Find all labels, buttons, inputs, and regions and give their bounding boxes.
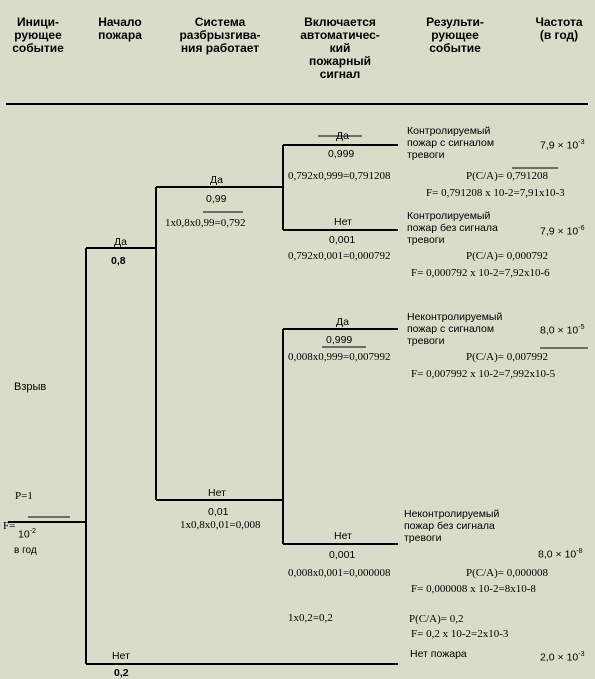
alarm1-no-label: Нет bbox=[334, 216, 352, 228]
outcome-2-frequency: 7,9 × 10-6 bbox=[540, 225, 585, 238]
sprinkler-no-probability: 0,01 bbox=[208, 506, 229, 518]
outcome-2-text: Контролируемый пожар без сигнала тревоги bbox=[407, 210, 498, 246]
alarm1-yes-probability: 0,999 bbox=[328, 148, 355, 160]
alarm2-no-probability: 0,001 bbox=[329, 549, 356, 561]
outcome-4-frequency: 8,0 × 10-8 bbox=[538, 548, 583, 561]
header-initiating-event: Иници- рующее событие bbox=[12, 15, 64, 55]
alarm2-yes-probability: 0,999 bbox=[326, 334, 353, 346]
alarm2-no-calc: 0,008x0,001=0,000008 bbox=[288, 567, 391, 579]
outcome-1-probability: P(C/A)= 0,791208 bbox=[466, 170, 548, 182]
alarm2-no-label: Нет bbox=[334, 530, 352, 542]
outcome-4-frequency-calc: F= 0,000008 x 10-2=8x10-8 bbox=[411, 583, 536, 595]
initiating-frequency-prefix: F= bbox=[3, 520, 16, 532]
header-sprinkler: Система разбрызгива- ния работает bbox=[179, 15, 261, 55]
alarm2-yes-label: Да bbox=[336, 316, 349, 328]
outcome-2-frequency-calc: F= 0,000792 x 10-2=7,92x10-6 bbox=[411, 267, 550, 279]
alarm1-no-probability: 0,001 bbox=[329, 234, 356, 246]
outcome-4-text: Неконтролируемый пожар без сигнала трево… bbox=[404, 508, 500, 544]
fire-yes-probability: 0,8 bbox=[111, 255, 126, 267]
initiating-frequency-value: 10-2 bbox=[18, 528, 36, 541]
fire-no-probability: 0,2 bbox=[114, 667, 129, 679]
sprinkler-yes-calc: 1x0,8x0,99=0,792 bbox=[165, 217, 246, 229]
outcome-3-text: Неконтролируемый пожар с сигналом тревог… bbox=[407, 311, 503, 347]
alarm2-yes-calc: 0,008x0,999=0,007992 bbox=[288, 351, 391, 363]
fire-yes-label: Да bbox=[114, 236, 127, 248]
alarm1-yes-calc: 0,792x0,999=0,791208 bbox=[288, 170, 391, 182]
sprinkler-yes-label: Да bbox=[210, 174, 223, 186]
outcome-5-frequency: 2,0 × 10-3 bbox=[540, 651, 585, 664]
header-frequency: Частота (в год) bbox=[535, 15, 583, 42]
alarm1-yes-label: Да bbox=[336, 130, 349, 142]
header-alarm: Включается автоматичес- кий пожарный сиг… bbox=[300, 15, 380, 81]
sprinkler-no-label: Нет bbox=[208, 487, 226, 499]
outcome-1-frequency: 7,9 × 10-3 bbox=[540, 139, 585, 152]
outcome-3-frequency: 8,0 × 10-5 bbox=[540, 324, 585, 337]
fire-no-label: Нет bbox=[112, 650, 130, 662]
header-result: Результи- рующее событие bbox=[426, 15, 484, 55]
no-fire-calc: 1x0,2=0,2 bbox=[288, 612, 333, 624]
outcome-5-text: Нет пожара bbox=[410, 648, 467, 660]
initiating-event-label: Взрыв bbox=[14, 381, 47, 393]
header-fire-start: Начало пожара bbox=[98, 15, 142, 42]
initiating-per-year: в год bbox=[14, 545, 37, 556]
initiating-probability: P=1 bbox=[15, 490, 33, 502]
outcome-2-probability: P(C/A)= 0,000792 bbox=[466, 250, 548, 262]
outcome-5-frequency-calc: F= 0,2 x 10-2=2x10-3 bbox=[411, 628, 509, 640]
outcome-3-probability: P(C/A)= 0,007992 bbox=[466, 351, 548, 363]
outcome-5-probability: P(C/A)= 0,2 bbox=[409, 613, 464, 625]
outcome-1-frequency-calc: F= 0,791208 x 10-2=7,91x10-3 bbox=[426, 187, 565, 199]
sprinkler-yes-probability: 0,99 bbox=[206, 193, 227, 205]
outcome-4-probability: P(C/A)= 0,000008 bbox=[466, 567, 548, 579]
outcome-3-frequency-calc: F= 0,007992 x 10-2=7,992x10-5 bbox=[411, 368, 556, 380]
alarm1-no-calc: 0,792x0,001=0,000792 bbox=[288, 250, 391, 262]
outcome-1-text: Контролируемый пожар с сигналом тревоги bbox=[407, 125, 495, 161]
sprinkler-no-calc: 1x0,8x0,01=0,008 bbox=[180, 519, 261, 531]
